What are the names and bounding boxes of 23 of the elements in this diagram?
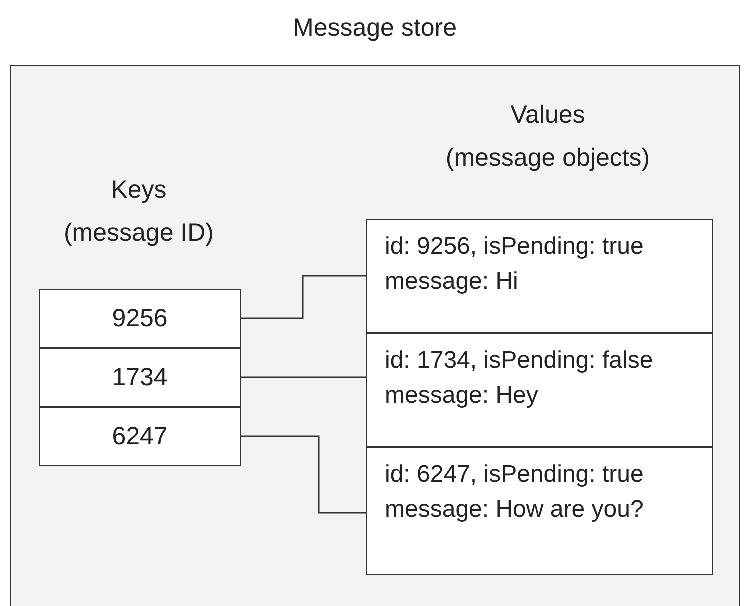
column-heading: Keys: [110, 176, 168, 205]
value-record: [366, 333, 713, 447]
key-cell: [39, 289, 241, 348]
key-text: 9256: [111, 304, 169, 333]
value-record: [366, 447, 713, 575]
key-text: 1734: [111, 363, 169, 392]
record-text: message: How are you?: [384, 494, 645, 525]
key-text: 6247: [111, 422, 169, 451]
column-heading: Values: [510, 101, 586, 130]
column-subheading: (message objects): [444, 144, 652, 173]
record-text: id: 9256, isPending: true: [384, 232, 645, 262]
connector-line: [241, 376, 366, 378]
connector-line: [241, 275, 366, 320]
container-heading: Message store: [292, 14, 458, 43]
record-text: message: Hey: [384, 380, 540, 411]
value-record: [366, 219, 713, 333]
connector-line: [241, 436, 366, 514]
record-text: id: 6247, isPending: true: [384, 460, 645, 490]
record-text: message: Hi: [384, 266, 520, 297]
record-text: id: 1734, isPending: false: [384, 346, 654, 376]
key-cell: [39, 407, 241, 466]
key-cell: [39, 348, 241, 407]
column-subheading: (message ID): [62, 219, 216, 248]
